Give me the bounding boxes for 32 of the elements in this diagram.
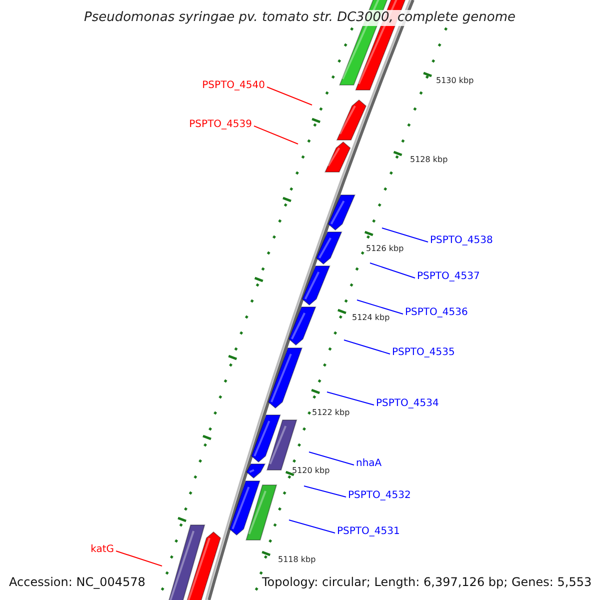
gene-label: katG — [90, 544, 114, 556]
footer-text: Topology: circular; Length: 6,397,126 bp; Genes: 5,553 — [262, 575, 592, 590]
scale-label: 5130 kbp — [436, 75, 474, 86]
gene-label: PSPTO_4538 — [430, 235, 493, 247]
gene-label: PSPTO_4537 — [417, 271, 480, 283]
diagram-title: Pseudomonas syringae pv. tomato str. DC3000, complete genome — [82, 10, 518, 26]
scale-label: 5128 kbp — [410, 154, 448, 165]
leader-line — [304, 486, 346, 498]
leader-line — [344, 340, 390, 354]
scale-label: 5124 kbp — [352, 312, 390, 323]
gene-label: PSPTO_4531 — [337, 526, 400, 538]
leader-line — [356, 300, 404, 314]
leader-line — [308, 452, 354, 466]
gene-label: nhaA — [356, 458, 382, 470]
gene-label: PSPTO_4536 — [405, 307, 468, 319]
scale-label: 5122 kbp — [312, 407, 350, 418]
gene-label: PSPTO_4534 — [376, 398, 439, 410]
leader-line — [266, 86, 312, 106]
leader-line — [370, 262, 416, 278]
scale-label: 5126 kbp — [366, 243, 404, 254]
scale-label: 5118 kbp — [278, 554, 316, 565]
leader-line — [116, 550, 162, 566]
leader-line — [326, 392, 374, 406]
gene-label: PSPTO_4539 — [189, 119, 252, 131]
scale-label: 5120 kbp — [292, 465, 330, 476]
footer-text: Accession: NC_004578 — [9, 575, 146, 590]
gene-label: PSPTO_4540 — [202, 80, 265, 92]
leader-line — [288, 520, 336, 534]
gene-label: PSPTO_4535 — [392, 347, 455, 359]
gene-label: PSPTO_4532 — [348, 490, 411, 502]
leader-line — [254, 126, 298, 144]
leader-line — [382, 228, 428, 242]
